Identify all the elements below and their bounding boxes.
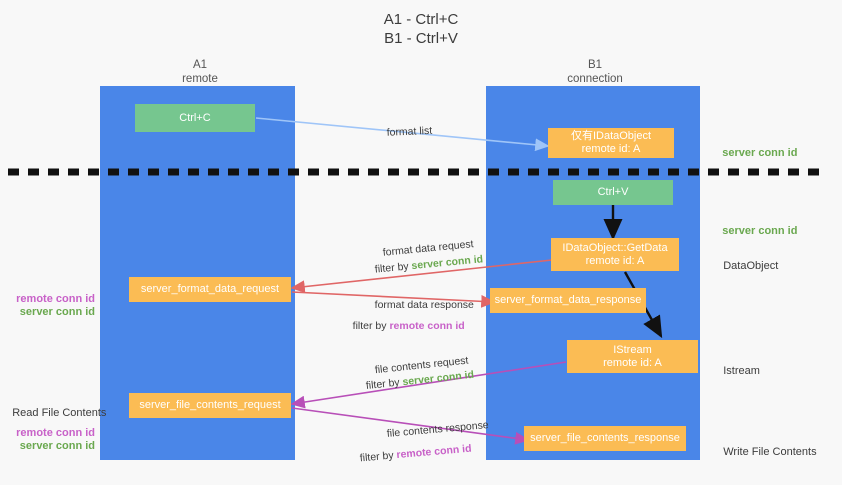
edge-label-format-data-response: format data response (374, 299, 474, 311)
arrow-file-contents-request (290, 361, 567, 409)
label-write-file-contents: Write File Contents (723, 446, 817, 458)
page-title: A1 - Ctrl+C B1 - Ctrl+V (0, 10, 842, 48)
node-server-file-contents-request-label: server_file_contents_request (139, 399, 281, 411)
lane-header-b1: B1 connection (515, 58, 675, 86)
label-istream: Istream (723, 365, 760, 377)
node-ctrl-c-label: Ctrl+C (179, 111, 211, 124)
node-ctrl-v-label: Ctrl+V (597, 186, 629, 198)
edge-label-format-data-response-filter: filter by remote conn id (352, 320, 465, 332)
arrow-file-contents-response (291, 407, 530, 445)
node-server-format-data-response-label: server_format_data_response (494, 294, 642, 306)
node-istream[interactable]: IStream remote id: A (567, 340, 698, 373)
node-idataobject-getdata-label: IDataObject::GetData (562, 241, 668, 254)
lane-header-a1-title: A1 (192, 59, 208, 71)
label-remote-conn-id-low: remote conn id (16, 427, 95, 439)
label-read-file-contents: Read File Contents (12, 407, 107, 419)
lane-header-b1-subtitle: connection (567, 73, 623, 85)
node-istream-label: IStream (613, 343, 652, 356)
node-server-file-contents-request[interactable]: server_file_contents_request (129, 393, 291, 418)
arrow-format-list (255, 117, 550, 152)
node-idataobject-formats[interactable]: 仅有IDataObject remote id: A (548, 128, 674, 158)
arrow-format-data-request (290, 259, 553, 293)
node-idataobject-getdata[interactable]: IDataObject::GetData remote id: A (551, 238, 679, 271)
node-ctrl-c[interactable]: Ctrl+C (135, 104, 255, 132)
node-istream-remote-id: remote id: A (603, 356, 662, 369)
label-server-conn-id-top: server conn id (722, 147, 798, 159)
lane-header-a1: A1 remote (120, 58, 280, 86)
node-server-format-data-response[interactable]: server_format_data_response (490, 288, 646, 313)
node-ctrl-v[interactable]: Ctrl+V (553, 180, 673, 205)
label-dataobject: DataObject (723, 260, 779, 272)
arrow-format-data-response (291, 291, 496, 308)
lane-header-b1-title: B1 (587, 59, 603, 71)
label-server-conn-id-left-mid: server conn id (19, 306, 95, 318)
node-idataobject-formats-remote-id: remote id: A (581, 143, 641, 155)
label-server-conn-id-low: server conn id (19, 440, 95, 452)
node-server-file-contents-response-label: server_file_contents_response (530, 432, 680, 444)
label-remote-conn-id-mid: remote conn id (16, 293, 95, 305)
label-server-conn-id-mid: server conn id (722, 225, 798, 237)
node-idataobject-getdata-remote-id: remote id: A (585, 254, 645, 267)
lane-header-a1-subtitle: remote (182, 73, 218, 85)
title-line-2: B1 - Ctrl+V (384, 30, 458, 47)
node-server-format-data-request-label: server_format_data_request (140, 283, 280, 295)
title-line-1: A1 - Ctrl+C (383, 11, 459, 28)
edge-label-format-list: format list (386, 124, 433, 139)
node-idataobject-formats-label: 仅有IDataObject (570, 130, 652, 142)
node-server-format-data-request[interactable]: server_format_data_request (129, 277, 291, 302)
node-server-file-contents-response[interactable]: server_file_contents_response (524, 426, 686, 451)
